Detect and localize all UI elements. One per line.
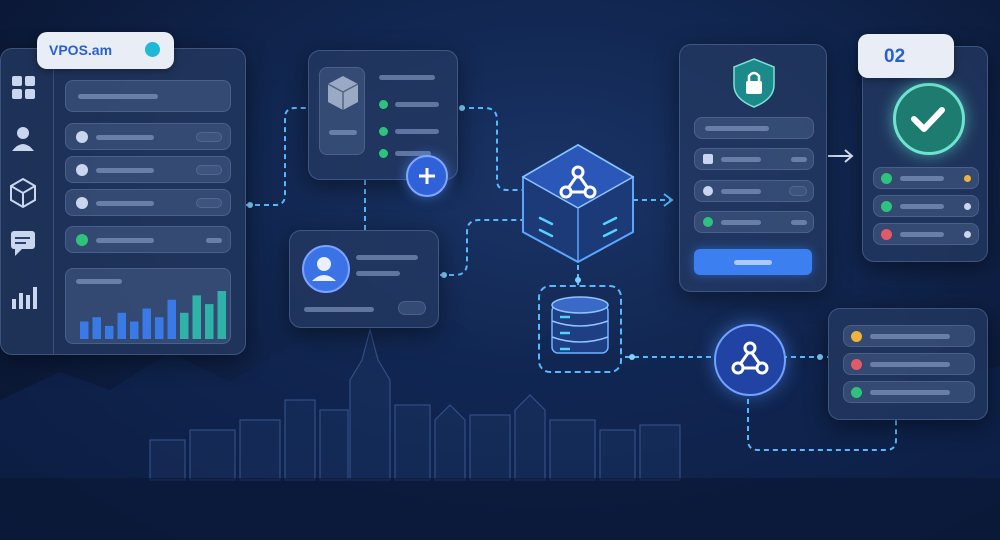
success-card — [862, 46, 988, 262]
chart-bar — [155, 317, 164, 339]
chart-bar — [105, 325, 114, 339]
chart-bar — [192, 295, 201, 339]
status-row — [873, 223, 979, 245]
database-icon — [551, 296, 609, 354]
webhook-node — [714, 324, 786, 396]
plus-icon — [419, 168, 435, 184]
chart-bar — [80, 321, 89, 339]
payment-form-card — [679, 44, 827, 292]
brand-tag: VPOS.am — [37, 32, 174, 69]
checkmark-icon — [911, 107, 945, 132]
chart-bar — [130, 321, 139, 339]
package-icon — [327, 76, 359, 110]
notification-list-card — [828, 308, 988, 420]
arrow-right-icon — [828, 149, 854, 163]
database-node — [538, 285, 622, 373]
list-item — [843, 353, 975, 375]
step-number: 02 — [884, 46, 906, 67]
list-item — [843, 381, 975, 403]
list-item[interactable] — [65, 189, 231, 216]
list-item — [843, 325, 975, 347]
checkmark-icon — [76, 234, 88, 246]
card-number-input[interactable] — [694, 117, 814, 139]
search-bar[interactable] — [65, 80, 231, 112]
chat-icon[interactable] — [11, 231, 35, 256]
status-row — [873, 167, 979, 189]
user-icon[interactable] — [12, 127, 34, 151]
success-badge — [893, 83, 965, 155]
chart-bar — [180, 312, 189, 339]
mini-bar-chart — [80, 291, 226, 339]
chart-bar — [217, 291, 226, 339]
pay-button[interactable] — [694, 249, 812, 275]
avatar-icon — [312, 257, 336, 281]
list-item[interactable] — [65, 156, 231, 183]
profile-card — [289, 230, 439, 328]
list-item[interactable] — [65, 226, 231, 253]
add-button[interactable] — [406, 155, 448, 197]
chart-bar — [167, 299, 176, 339]
chart-bar — [92, 317, 101, 339]
webhook-icon — [559, 165, 597, 199]
option-row[interactable] — [694, 180, 814, 202]
webhook-icon — [731, 341, 769, 375]
product-card — [308, 50, 458, 180]
dashboard-panel — [0, 48, 246, 355]
step-tag: 02 — [858, 34, 954, 78]
option-row[interactable] — [694, 211, 814, 233]
chart-bar — [117, 312, 126, 339]
avatar — [302, 245, 350, 293]
brand-label: VPOS.am — [49, 42, 113, 58]
box-icon[interactable] — [10, 177, 36, 209]
status-row — [873, 195, 979, 217]
chart-bar — [142, 308, 151, 339]
grid-icon[interactable] — [12, 76, 35, 99]
status-indicator — [145, 42, 160, 57]
list-item[interactable] — [65, 123, 231, 150]
lock-shield-icon — [733, 58, 775, 108]
mini-chart-card — [65, 268, 231, 344]
option-row[interactable] — [694, 148, 814, 170]
sidebar — [1, 49, 54, 354]
chart-icon[interactable] — [12, 287, 37, 309]
chart-bar — [205, 304, 214, 339]
package-card — [319, 67, 365, 155]
